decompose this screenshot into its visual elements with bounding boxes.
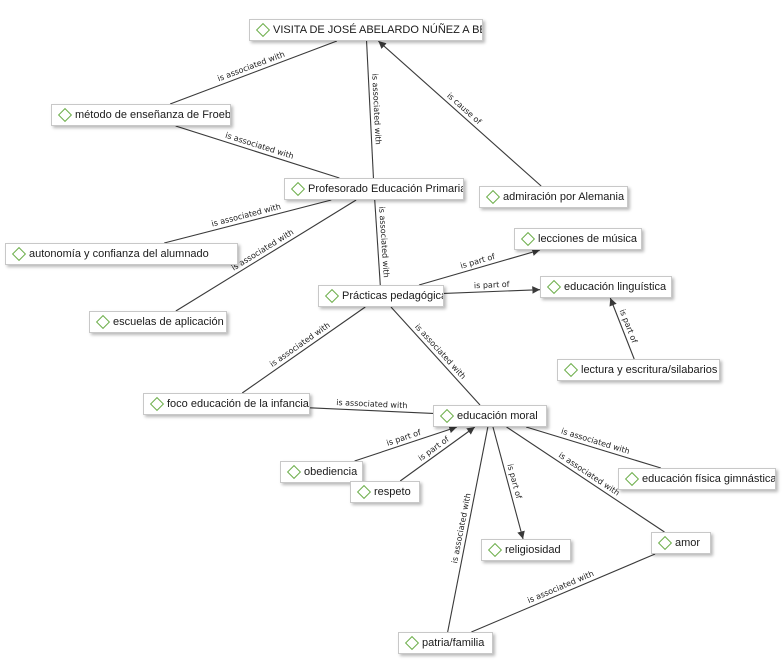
concept-diamond-icon [255,22,271,38]
concept-diamond-icon [404,635,420,651]
edge-label: is cause of [445,91,483,126]
node-label: lecciones de música [538,233,638,245]
node-label: admiración por Alemania [503,191,625,203]
node-label: religiosidad [505,544,561,556]
concept-diamond-icon [485,189,501,205]
edge-line-n18-n12 [447,426,489,633]
node-label: educación linguística [564,281,667,293]
edge-label: is associated with [450,492,473,564]
concept-diamond-icon [624,471,640,487]
concept-diamond-icon [324,288,340,304]
concept-diamond-icon [487,542,503,558]
concept-diamond-icon [563,362,579,378]
edge-label: is associated with [370,73,383,145]
node-label: educación moral [457,410,538,422]
edge-label: is associated with [557,451,621,498]
edge-line-n12-n16 [492,426,525,540]
node-educacion-linguistica[interactable]: educación linguística [540,276,672,298]
edge-label: is associated with [526,569,595,605]
edge-line-n1-n3 [366,40,374,179]
node-label: autonomía y confianza del alumnado [29,248,209,260]
node-label: educación física gimnástica [642,473,776,485]
node-practicas-pedagogicas[interactable]: Prácticas pedagógicas [318,285,444,307]
concept-diamond-icon [95,314,111,330]
node-patria-familia[interactable]: patria/familia [398,632,493,654]
node-label: amor [675,537,701,549]
node-religiosidad[interactable]: religiosidad [481,539,571,561]
concept-diamond-icon [356,484,372,500]
node-label: Profesorado Educación Primaria [308,183,464,195]
node-metodo-froebel[interactable]: método de enseñanza de Froebel [51,104,231,126]
node-visita-jose-abelardo-nunez[interactable]: VISITA DE JOSÉ ABELARDO NÚÑEZ A BERLÍN [249,19,483,41]
edge-line-n12-n17 [506,426,665,533]
node-escuelas-de-aplicacion[interactable]: escuelas de aplicación [89,311,227,333]
node-amor[interactable]: amor [651,532,711,554]
node-educacion-fisica-gimnastica[interactable]: educación física gimnástica [618,468,776,490]
concept-diamond-icon [290,181,306,197]
edge-line-n11-n7 [241,306,366,394]
node-label: Prácticas pedagógicas [342,290,444,302]
node-label: VISITA DE JOSÉ ABELARDO NÚÑEZ A BERLÍN [273,24,482,36]
edge-line-n7-n6 [418,248,541,286]
concept-diamond-icon [57,107,73,123]
concept-diamond-icon [657,535,673,551]
concept-diamond-icon [286,464,302,480]
edge-line-n9-n3 [175,199,357,312]
node-admiracion-por-alemania[interactable]: admiración por Alemania [479,186,628,208]
edge-line-n15-n12 [399,426,476,482]
concept-diamond-icon [546,279,562,295]
edge-line-n7-n8 [443,286,541,295]
node-label: escuelas de aplicación [113,316,224,328]
edge-line-n3-n7 [374,199,381,286]
node-profesorado-educacion-primaria[interactable]: Profesorado Educación Primaria [284,178,464,200]
concept-diamond-icon [520,231,536,247]
concept-diamond-icon [11,246,27,262]
edge-line-n4-n1 [377,40,542,187]
edge-line-n14-n12 [354,425,458,462]
edge-label: is associated with [268,321,332,369]
edge-label: is associated with [560,427,631,456]
node-label: lectura y escritura/silabarios [581,364,718,376]
node-label: patria/familia [422,637,485,649]
node-lectura-escritura-silabarios[interactable]: lectura y escritura/silabarios [557,359,720,381]
edge-label: is associated with [413,322,468,381]
node-lecciones-de-musica[interactable]: lecciones de música [514,228,642,250]
concept-diamond-icon [149,396,165,412]
edge-line-n5-n3 [164,199,332,244]
edge-line-n2-n3 [175,125,340,179]
edge-line-n12-n13 [525,426,662,469]
node-autonomia-confianza[interactable]: autonomía y confianza del alumnado [5,243,238,265]
edge-label: is part of [474,280,510,290]
node-educacion-moral[interactable]: educación moral [433,405,547,427]
edge-label: is associated with [224,131,295,161]
node-foco-educacion-infancia[interactable]: foco educación de la infancia [143,393,310,415]
node-label: obediencia [304,466,358,478]
edge-label: is associated with [230,227,295,272]
edge-line-n17-n18 [471,553,656,633]
edge-line-n10-n8 [609,297,635,360]
edge-line-n11-n12 [309,407,434,414]
node-label: respeto [374,486,411,498]
edge-line-n7-n12 [390,306,481,406]
node-label: método de enseñanza de Froebel [75,109,231,121]
node-obediencia[interactable]: obediencia [280,461,363,483]
node-label: foco educación de la infancia [167,398,309,410]
edge-label: is associated with [216,50,286,84]
edge-line-n2-n1 [169,40,338,105]
edge-label: is associated with [336,398,408,410]
node-respeto[interactable]: respeto [350,481,420,503]
concept-diamond-icon [439,408,455,424]
